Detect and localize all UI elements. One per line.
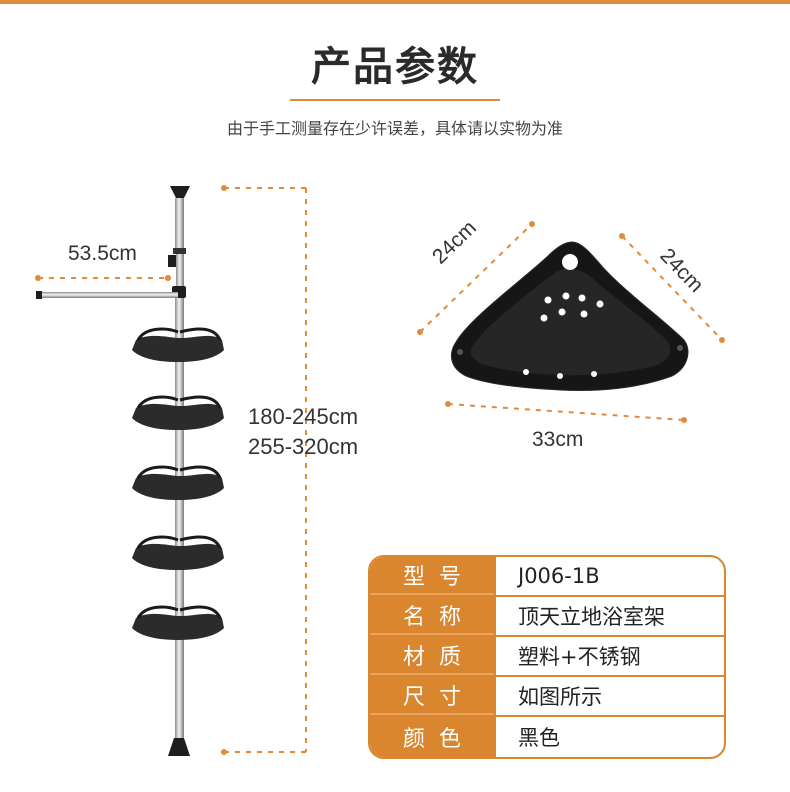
spec-value: 顶天立地浴室架 [494, 597, 724, 635]
height-range-label-1: 180-245cm [248, 404, 359, 429]
top-accent-bar [0, 0, 790, 4]
page-title: 产品参数 [311, 44, 479, 90]
spec-key: 颜色 [370, 717, 494, 757]
shelf-pole [168, 186, 190, 756]
spec-value: J006-1B [494, 557, 724, 595]
spec-row-name: 名称 顶天立地浴室架 [370, 597, 724, 637]
shelf-rail [136, 395, 222, 409]
spec-key: 尺寸 [370, 677, 494, 715]
spec-row-size: 尺寸 如图所示 [370, 677, 724, 717]
shelf-rail [136, 605, 222, 619]
spec-key: 材质 [370, 637, 494, 675]
tray-width-label: 33cm [532, 428, 584, 451]
spec-table: 型号 J006-1B 名称 顶天立地浴室架 材质 塑料+不锈钢 尺寸 如图所示 … [368, 555, 726, 759]
towel-arm [36, 291, 178, 299]
page-subtitle: 由于手工测量存在少许误差，具体请以实物为准 [226, 119, 563, 138]
height-dimension-line [221, 185, 307, 755]
shelf-tray [132, 403, 224, 430]
shelf-rail [136, 327, 222, 341]
spec-key: 型号 [370, 557, 494, 595]
shelf-trays [132, 327, 224, 640]
arm-dimension-line [35, 275, 171, 281]
spec-value: 塑料+不锈钢 [494, 637, 724, 675]
shelf-rail [136, 535, 222, 549]
height-range-label-2: 255-320cm [248, 434, 359, 459]
arm-width-label: 53.5cm [68, 242, 137, 265]
spec-value: 如图所示 [494, 677, 724, 715]
corner-tray [450, 241, 689, 391]
shelf-tray [132, 613, 224, 640]
shelf-tray [132, 473, 224, 500]
spec-value: 黑色 [494, 717, 724, 757]
spec-row-model: 型号 J006-1B [370, 557, 724, 597]
spec-row-material: 材质 塑料+不锈钢 [370, 637, 724, 677]
shelf-tray [132, 335, 224, 362]
shelf-rail [136, 465, 222, 479]
spec-key: 名称 [370, 597, 494, 635]
title-underline [290, 99, 500, 101]
tray-dimension-lines [417, 221, 725, 423]
shelf-tray [132, 543, 224, 570]
spec-row-color: 颜色 黑色 [370, 717, 724, 757]
